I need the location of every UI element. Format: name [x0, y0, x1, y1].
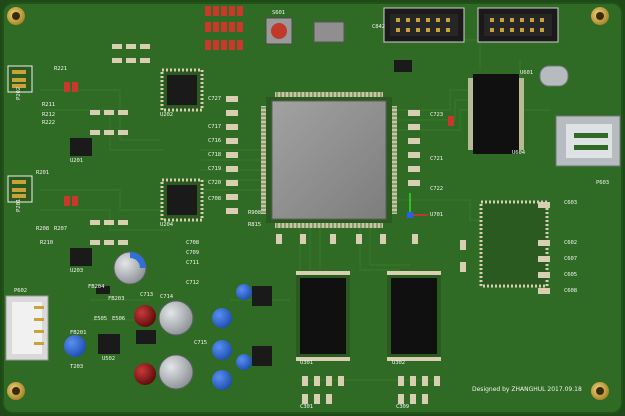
label-u302: U302: [392, 360, 406, 366]
label-c718: C718: [208, 152, 222, 158]
label-p202: P202: [16, 86, 22, 100]
sdram-chip-icon: [296, 271, 441, 361]
label-r212: R212: [42, 112, 56, 118]
label-c717: C717: [208, 124, 222, 130]
label-t204: FB204: [88, 284, 105, 290]
label-c709: C721: [430, 156, 444, 162]
label-r207: R207: [54, 226, 68, 232]
label-c309: C309: [396, 404, 410, 410]
label-l502: C713: [140, 292, 154, 298]
label-c716: C716: [208, 138, 222, 144]
label-c602: C602: [564, 240, 578, 246]
mounting-hole-icon: [7, 7, 609, 400]
label-u604: U604: [512, 150, 526, 156]
label-e506: C715: [194, 340, 208, 346]
label-p201: P201: [16, 198, 22, 212]
label-c720: C720: [208, 180, 222, 186]
label-c715: C723: [430, 112, 444, 118]
mcu-qfp-icon: [261, 92, 397, 228]
label-p602: P602: [14, 288, 28, 294]
label-fb202: C709: [186, 250, 200, 256]
label-r502: E506: [112, 316, 126, 322]
label-c607: C607: [564, 256, 578, 262]
label-r222-top: R221: [54, 66, 68, 72]
label-fb201: C708: [186, 240, 200, 246]
label-u204: U204: [160, 222, 174, 228]
label-r503: E505: [94, 316, 108, 322]
pin-header-icon: [383, 7, 559, 43]
label-c727: C727: [208, 96, 222, 102]
designer-credit: Designed by ZHANGHUL 2017.09.18: [472, 386, 582, 393]
label-e507: C714: [160, 294, 174, 300]
label-u601: U601: [520, 70, 534, 76]
label-c603: C603: [564, 200, 578, 206]
label-r505: T203: [70, 364, 84, 370]
label-r222: R222: [42, 120, 56, 126]
label-c708: C708: [208, 196, 222, 202]
usb-port-icon: [555, 115, 621, 167]
label-u203: U203: [70, 268, 84, 274]
label-r208: R208: [36, 226, 50, 232]
label-s601: S601: [272, 10, 286, 16]
label-u202: U202: [160, 112, 174, 118]
label-l503: C712: [186, 280, 200, 286]
label-c301: C301: [300, 404, 314, 410]
label-u502: U502: [102, 356, 116, 362]
label-r211: R211: [42, 102, 56, 108]
label-c605: C605: [564, 272, 578, 278]
label-c711: C722: [430, 186, 444, 192]
push-button-icon: [265, 17, 293, 45]
axis-gizmo-icon: [407, 193, 428, 218]
label-t203: FB203: [108, 296, 125, 302]
label-c719: C719: [208, 166, 222, 172]
label-p603: P603: [596, 180, 610, 186]
label-c608: C608: [564, 288, 578, 294]
label-r201: R201: [36, 170, 50, 176]
label-r814: R908: [248, 210, 262, 216]
label-fb204: C711: [186, 260, 200, 266]
label-c701: C842: [372, 24, 386, 30]
label-r210: R210: [40, 240, 54, 246]
connector-icon: [7, 65, 33, 203]
power-connector-icon: [5, 295, 49, 361]
usb-ic-icon: [473, 74, 519, 154]
label-r815: R815: [248, 222, 262, 228]
label-u201: U201: [70, 158, 84, 164]
label-u701: U701: [430, 212, 444, 218]
label-u301: U301: [300, 360, 314, 366]
electrolytic-capacitor-icon: [64, 251, 252, 390]
label-e505: FB201: [70, 330, 87, 336]
